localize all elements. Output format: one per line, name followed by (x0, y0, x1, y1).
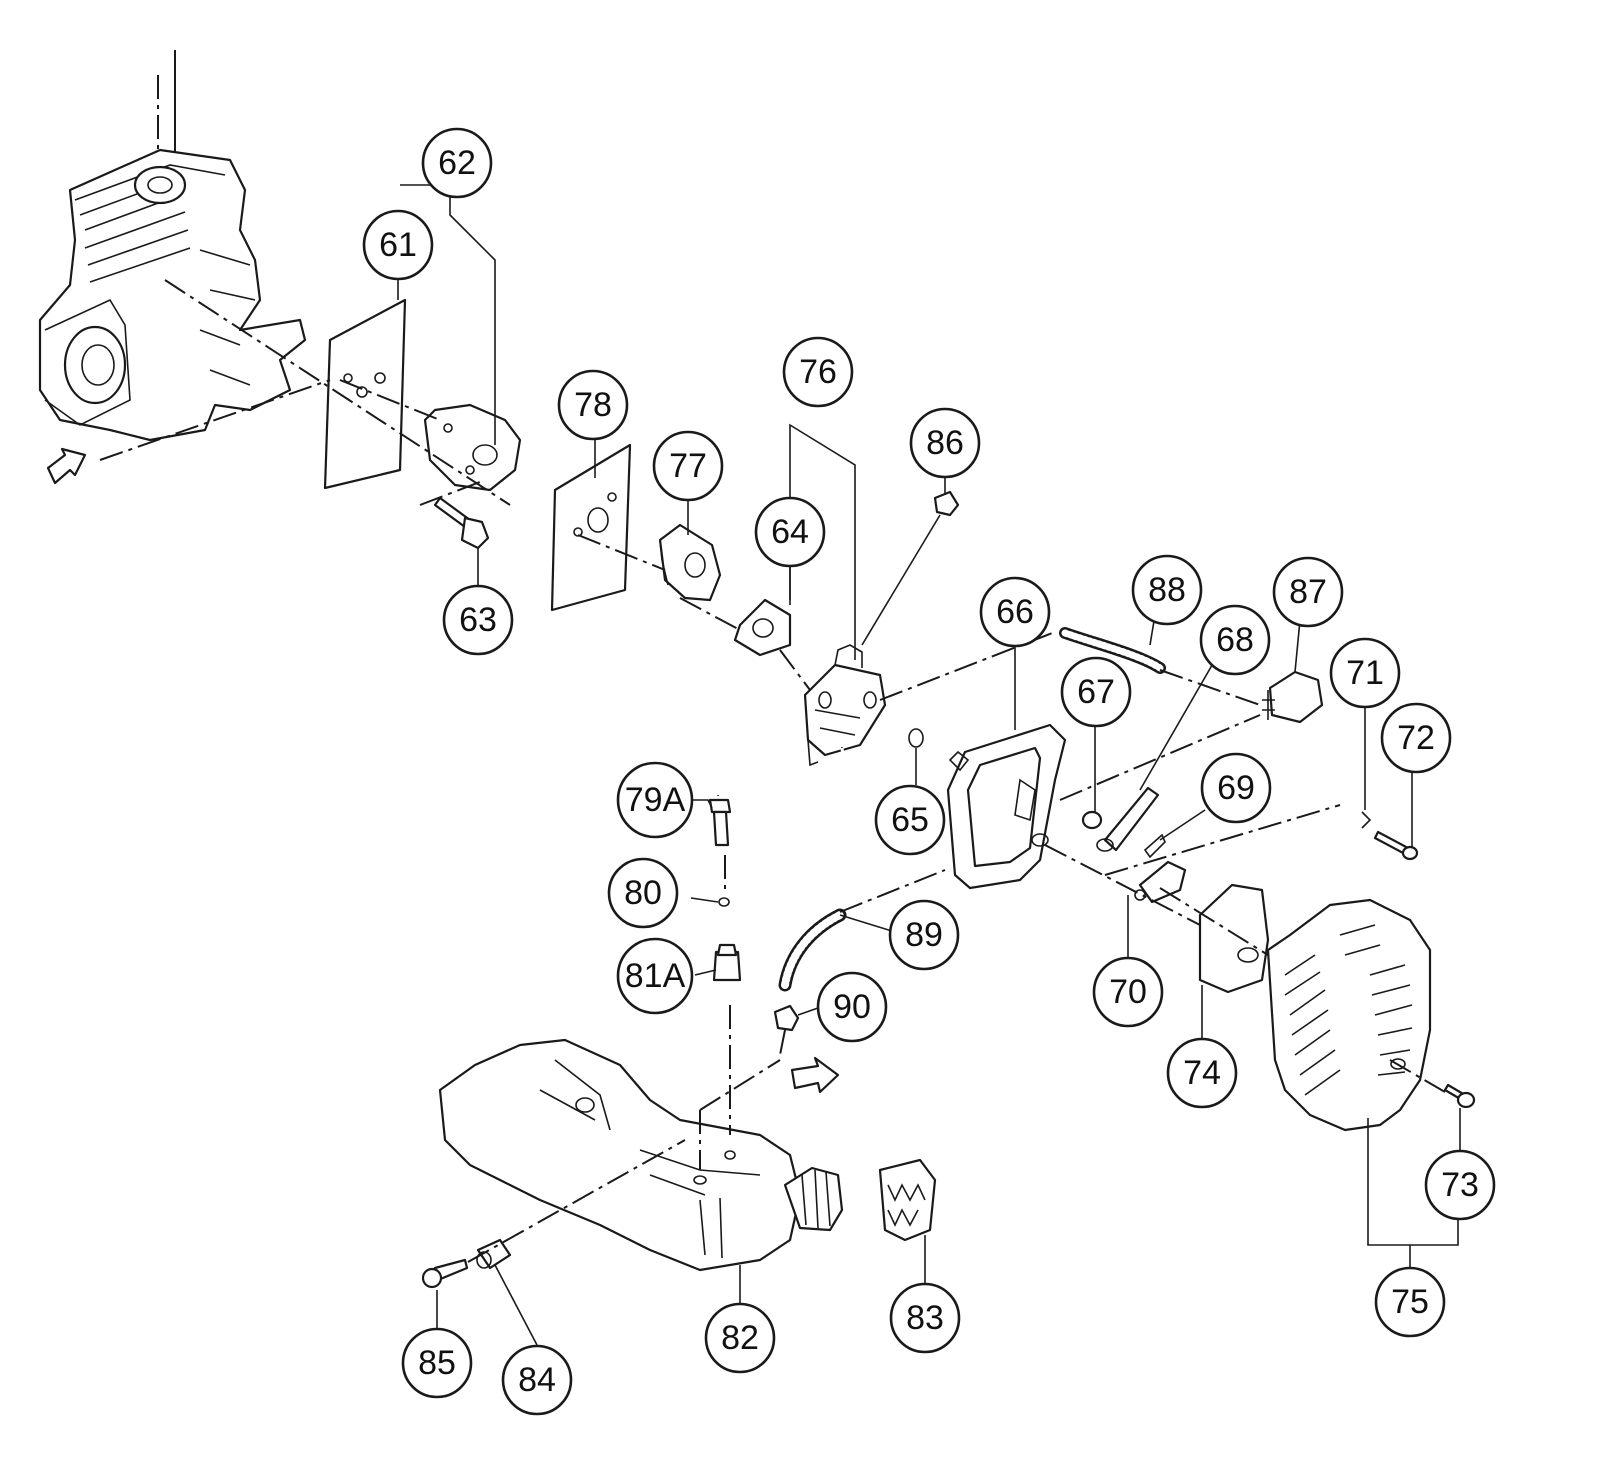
svg-text:68: 68 (1216, 621, 1254, 659)
carburetor-76 (803, 644, 887, 767)
engine-block (38, 50, 307, 485)
callout-72: 72 (1380, 702, 1452, 774)
svg-text:67: 67 (1077, 673, 1115, 711)
hose-88 (1059, 627, 1166, 674)
svg-text:87: 87 (1289, 573, 1327, 611)
callout-62: 62 (421, 127, 493, 199)
svg-text:72: 72 (1397, 719, 1435, 757)
oring-80 (718, 897, 730, 907)
svg-text:65: 65 (891, 801, 929, 839)
collar-84 (476, 1238, 512, 1270)
callout-75: 75 (1374, 1266, 1446, 1338)
callout-73: 73 (1424, 1149, 1496, 1221)
svg-text:73: 73 (1441, 1166, 1479, 1204)
svg-text:66: 66 (996, 593, 1034, 631)
callout-87: 87 (1272, 556, 1344, 628)
lever-68 (1096, 786, 1160, 852)
svg-text:89: 89 (905, 916, 943, 954)
plate-70 (1134, 860, 1187, 904)
filter-81A (712, 943, 742, 982)
bolt-63 (433, 496, 490, 550)
svg-text:88: 88 (1148, 571, 1186, 609)
callout-74: 74 (1166, 1037, 1238, 1109)
svg-text:61: 61 (379, 226, 417, 264)
gasket-78 (550, 443, 632, 612)
fuel-tank-82 (438, 1038, 844, 1272)
callout-80: 80 (607, 857, 679, 929)
svg-text:90: 90 (833, 988, 871, 1026)
callout-82: 82 (704, 1302, 776, 1374)
svg-text:63: 63 (459, 601, 497, 639)
callout-61: 61 (362, 209, 434, 281)
svg-text:69: 69 (1217, 769, 1255, 807)
callout-66: 66 (979, 576, 1051, 648)
svg-text:78: 78 (574, 386, 612, 424)
hose-89 (778, 908, 847, 992)
bolt-85 (421, 1258, 469, 1289)
leader-lines (397, 184, 1461, 1346)
element-74 (1198, 883, 1270, 994)
callout-86: 86 (909, 407, 981, 479)
air-cleaner-base-66 (946, 723, 1067, 890)
assembly-lines (99, 279, 1446, 1263)
callout-76: 76 (782, 336, 854, 408)
clip-69 (1143, 833, 1166, 859)
svg-text:64: 64 (771, 513, 809, 551)
svg-text:82: 82 (721, 1319, 759, 1357)
insulator-77 (658, 523, 722, 602)
svg-text:85: 85 (418, 1344, 456, 1382)
oring-65 (908, 728, 924, 748)
insulator-62 (423, 403, 522, 492)
svg-text:79A: 79A (625, 781, 686, 819)
callout-64: 64 (754, 496, 826, 568)
gasket-64 (733, 598, 792, 657)
svg-text:75: 75 (1391, 1283, 1429, 1321)
collar-67 (1081, 810, 1103, 830)
svg-text:70: 70 (1109, 973, 1147, 1011)
callout-63: 63 (442, 584, 514, 656)
svg-text:83: 83 (906, 1299, 944, 1337)
callout-90: 90 (816, 971, 888, 1043)
callout-78: 78 (557, 369, 629, 441)
pin-71 (1361, 811, 1372, 829)
callout-88: 88 (1131, 554, 1203, 626)
svg-text:86: 86 (926, 424, 964, 462)
bolt-72 (1373, 830, 1419, 861)
grommet-90 (773, 1004, 800, 1032)
cap-83 (878, 1158, 937, 1242)
callout-89: 89 (888, 899, 960, 971)
callout-70: 70 (1092, 956, 1164, 1028)
callout-71: 71 (1329, 637, 1401, 709)
callout-77: 77 (652, 430, 724, 502)
svg-text:74: 74 (1183, 1054, 1221, 1092)
svg-text:80: 80 (624, 874, 662, 912)
callout-69: 69 (1200, 752, 1272, 824)
clip-86 (933, 490, 960, 517)
callout-68: 68 (1199, 604, 1271, 676)
callout-85: 85 (401, 1327, 473, 1399)
primer-87 (1262, 670, 1324, 724)
svg-text:81A: 81A (625, 957, 686, 995)
svg-text:77: 77 (669, 447, 707, 485)
svg-text:84: 84 (518, 1361, 556, 1399)
callout-67: 67 (1060, 656, 1132, 728)
svg-text:71: 71 (1346, 654, 1384, 692)
callout-81A: 81A (616, 937, 694, 1015)
fuel-pipe-79A (708, 747, 845, 890)
svg-text:62: 62 (438, 144, 476, 182)
callout-83: 83 (889, 1282, 961, 1354)
callout-84: 84 (501, 1344, 573, 1416)
svg-text:76: 76 (799, 353, 837, 391)
cover-75 (1266, 898, 1432, 1132)
gasket-61 (323, 298, 407, 490)
callout-65: 65 (874, 784, 946, 856)
callout-79A: 79A (616, 761, 694, 839)
screw-73 (1443, 1083, 1476, 1109)
